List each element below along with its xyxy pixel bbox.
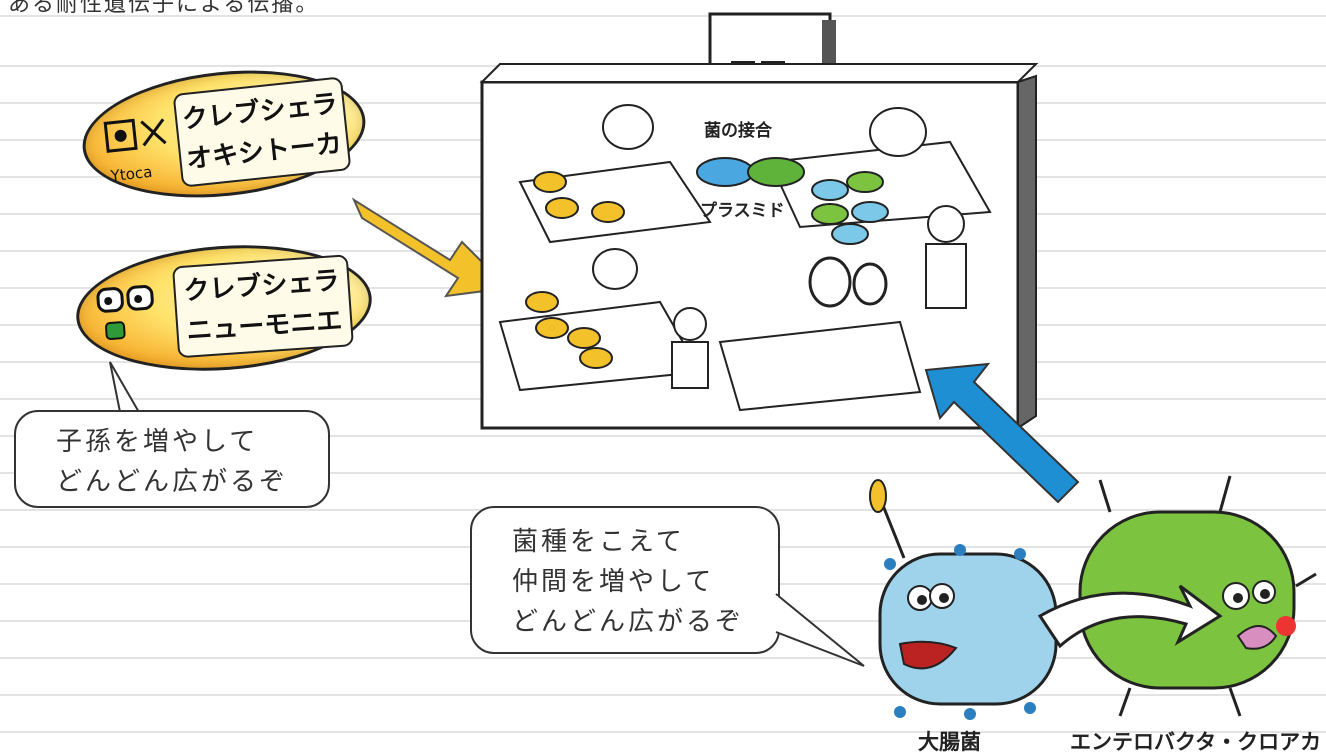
klebsiella-oxytoca-illustration: Ytoca クレブシェラ オキシトーカ xyxy=(76,57,372,211)
klebsiella-pneumoniae-illustration: クレブシェラ ニューモニエ xyxy=(72,235,376,381)
hospital-illustration xyxy=(479,12,1039,430)
resistance-icon xyxy=(103,118,167,153)
speech-bubble-right: 菌種をこえて 仲間を増やして どんどん広がるぞ xyxy=(470,506,780,654)
klebsiella-oxytoca-label: クレブシェラ オキシトーカ xyxy=(172,76,352,188)
enterobacter-illustration xyxy=(1037,475,1317,717)
yellow-arrow-icon xyxy=(351,197,511,298)
speech-left-line2: どんどん広がるぞ xyxy=(56,467,289,497)
klebsiella-pneumoniae-label: クレブシェラ ニューモニエ xyxy=(171,254,354,359)
speech-left-tail xyxy=(109,361,141,415)
speech-right-line1: 菌種をこえて xyxy=(512,527,685,557)
speech-right-line2: 仲間を増やして xyxy=(512,567,715,597)
speech-right-line3: どんどん広がるぞ xyxy=(512,607,745,637)
conjugation-label: 菌の接合 xyxy=(704,121,772,141)
cell-nucleus-icon xyxy=(96,285,154,340)
plasmid-label: プラスミド xyxy=(700,201,785,221)
speech-left-line1: 子孫を増やして xyxy=(56,427,259,457)
ecoli-label: 大腸菌 xyxy=(918,730,981,754)
speech-right-tail xyxy=(772,593,865,667)
speech-bubble-left: 子孫を増やして どんどん広がるぞ xyxy=(14,410,330,508)
blue-arrow-icon xyxy=(924,362,1080,504)
ytoca-badge: Ytoca xyxy=(109,162,154,186)
enterobacter-label: エンテロバクタ・クロアカ xyxy=(1070,730,1322,754)
header-caption: ある耐性遺伝子による伝播。 xyxy=(8,0,320,17)
ecoli-illustration xyxy=(869,479,1066,720)
